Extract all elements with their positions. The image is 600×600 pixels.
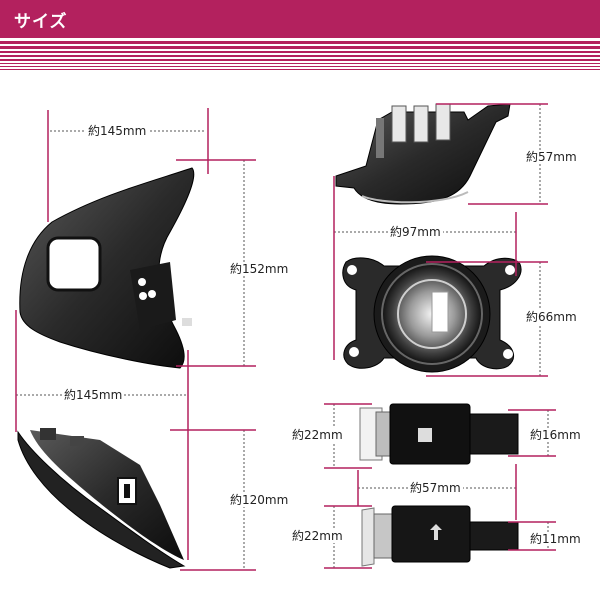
dimension-lamp-width: 約97mm — [388, 225, 443, 239]
bracket-top-view — [19, 167, 195, 369]
section-title: サイズ — [14, 12, 68, 32]
dimension-bracket-depth: 約120mm — [228, 493, 291, 507]
lamp-side-view — [335, 103, 511, 205]
dimension-connector-b-width: 約11mm — [528, 532, 583, 546]
dimension-bracket-height: 約152mm — [228, 262, 291, 276]
connector-b — [361, 505, 519, 567]
dimension-lamp-front-height: 約66mm — [524, 310, 579, 324]
dimension-connector-a-width: 約16mm — [528, 428, 583, 442]
dimension-lamp-side-height: 約57mm — [524, 150, 579, 164]
lamp-front-view — [342, 255, 522, 373]
dimension-lines — [15, 103, 556, 571]
connector-a — [359, 403, 519, 465]
dimension-bracket-bottom-width: 約145mm — [62, 388, 125, 402]
dimension-connector-b-height: 約22mm — [290, 529, 345, 543]
dimension-connector-length: 約57mm — [408, 481, 463, 495]
dimension-connector-a-height: 約22mm — [290, 428, 345, 442]
bracket-side-view — [17, 428, 186, 569]
section-header: サイズ — [0, 0, 600, 38]
dimension-bracket-top-width: 約145mm — [86, 124, 149, 138]
